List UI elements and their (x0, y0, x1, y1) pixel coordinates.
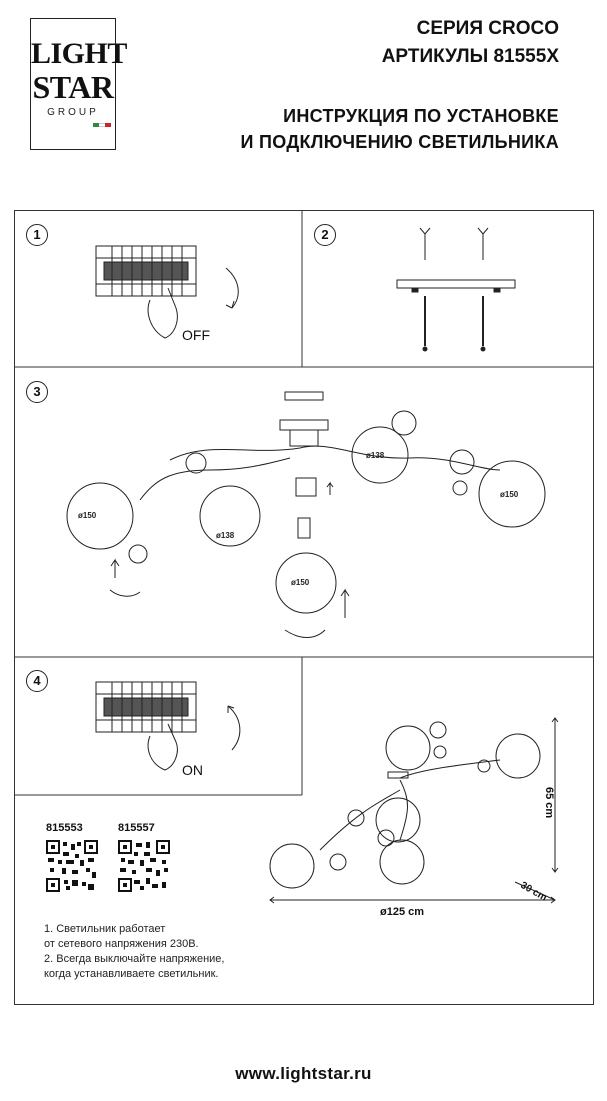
note-line-1: 1. Светильник работает (44, 923, 166, 935)
safety-notes: 1. Светильник работает от сетевого напря… (44, 922, 224, 982)
dim-width: ø125 cm (380, 906, 425, 918)
on-label: ON (182, 762, 203, 778)
brand-logo: LIGHT STAR GROUP (30, 18, 127, 150)
instruction-frame (14, 210, 594, 1005)
logo-word-star: STAR (32, 69, 114, 105)
step-1-number: 1 (26, 224, 48, 246)
qr-code-815557-icon (118, 840, 170, 892)
step-2-number: 2 (314, 224, 336, 246)
qr-code-815553-icon (46, 840, 98, 892)
dim-height: 65 cm (543, 787, 555, 819)
off-label: OFF (182, 327, 210, 343)
dim-d150-left: ø150 (78, 511, 97, 520)
note-line-4: когда устанавливаете светильник. (44, 968, 219, 980)
step-4-number: 4 (26, 670, 48, 692)
italian-flag-icon (93, 123, 111, 127)
logo-word-light: LIGHT (31, 37, 127, 70)
instruction-title-line1: ИНСТРУКЦИЯ ПО УСТАНОВКЕ (283, 106, 559, 126)
dim-d138-right: ø138 (366, 451, 385, 460)
dim-d138-left: ø138 (216, 531, 235, 540)
note-line-2: от сетевого напряжения 230В. (44, 938, 199, 950)
logo-word-group: GROUP (47, 107, 99, 118)
series-title: СЕРИЯ CROCO (416, 18, 559, 39)
dim-d150-bottom: ø150 (291, 578, 310, 587)
articles-title: АРТИКУЛЫ 81555X (381, 46, 559, 67)
instruction-title-line2: И ПОДКЛЮЧЕНИЮ СВЕТИЛЬНИКА (240, 132, 559, 152)
note-line-3: 2. Всегда выключайте напряжение, (44, 953, 225, 965)
qr-label-815553: 815553 (46, 822, 83, 834)
website-link[interactable]: www.lightstar.ru (235, 1064, 372, 1083)
step-3-number: 3 (26, 381, 48, 403)
dim-d150-right: ø150 (500, 490, 519, 499)
qr-label-815557: 815557 (118, 822, 155, 834)
